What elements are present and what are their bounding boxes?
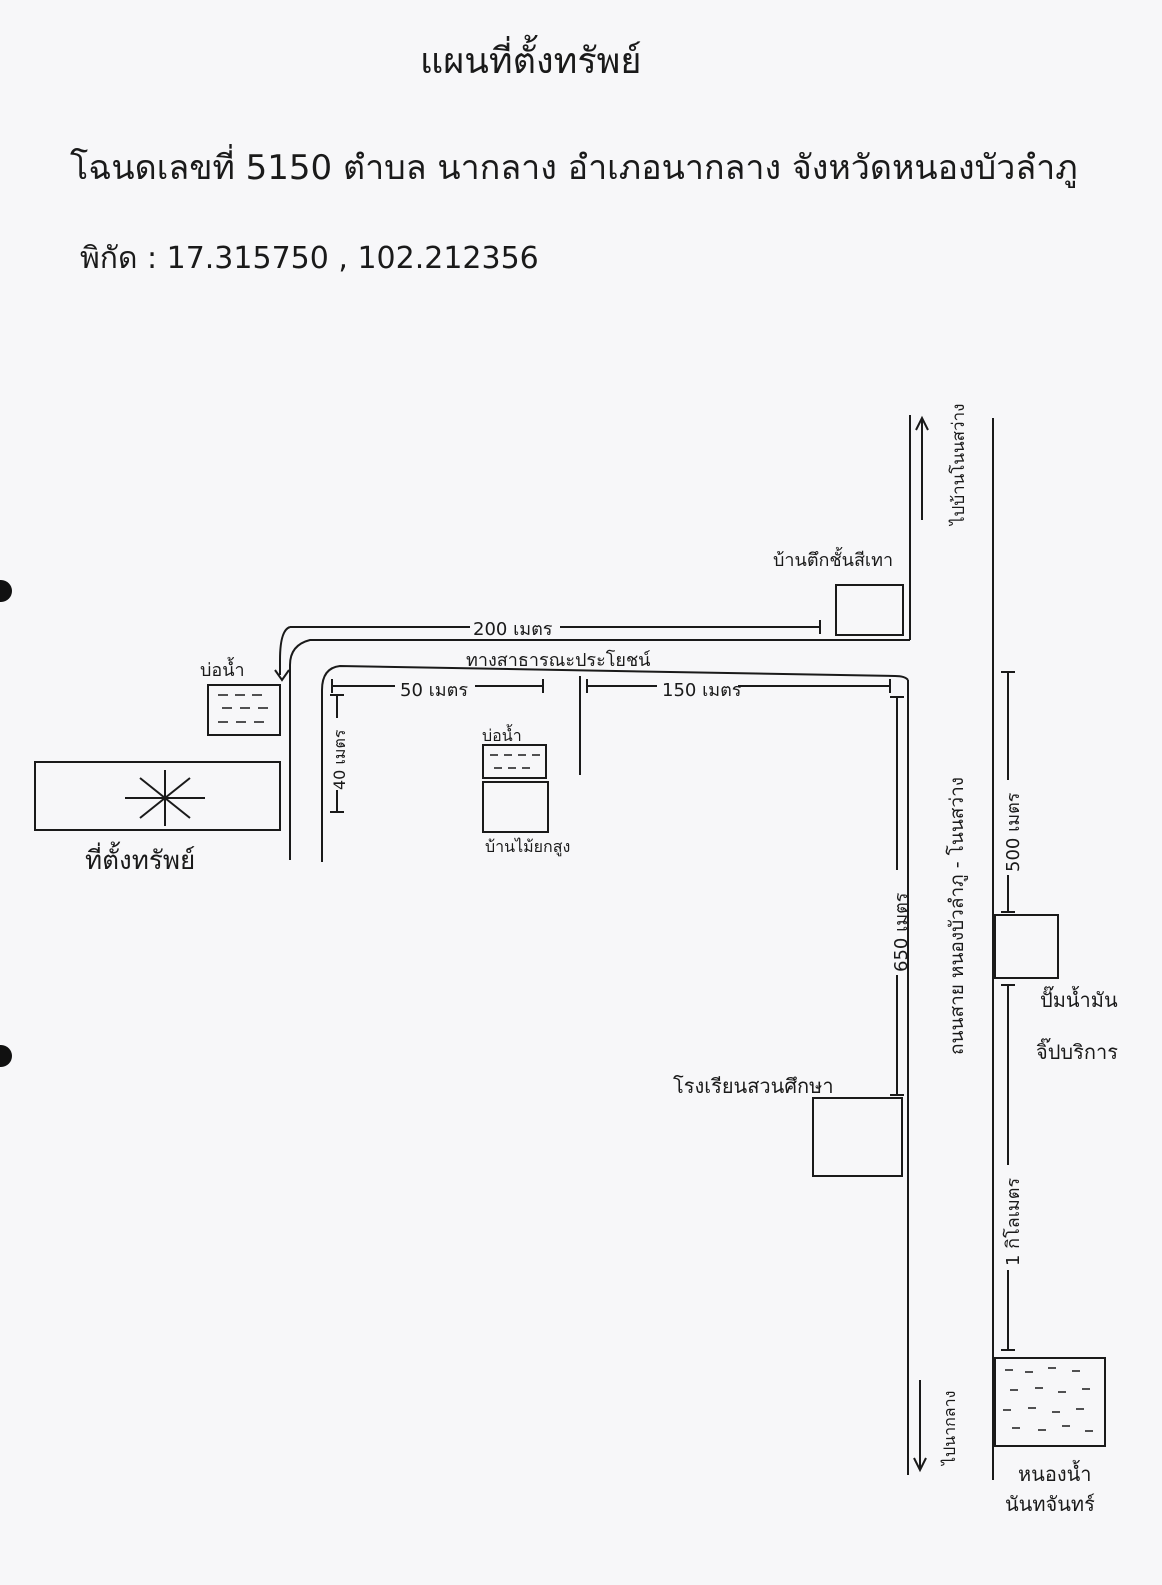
dim-200m-label: 200 เมตร	[473, 619, 553, 640]
dim-40m-label: 40 เมตร	[330, 729, 349, 790]
binder-hole-top	[0, 580, 12, 602]
side-road-inner-edge	[321, 664, 909, 862]
to-naklang-label: ไปนากลาง	[940, 1390, 959, 1465]
dim-650m-label: 650 เมตร	[891, 892, 912, 972]
lake-box	[994, 1357, 1106, 1447]
property-box	[34, 761, 281, 831]
deed-line: โฉนดเลขที่ 5150 ตำบล นากลาง อำเภอนากลาง …	[70, 148, 1078, 188]
pond-2-texture	[490, 754, 540, 769]
grey-shophouse-box	[835, 584, 904, 636]
dim-650m	[890, 696, 904, 1096]
dim-500m	[1001, 671, 1015, 913]
pond-1-label: บ่อน้ำ	[200, 660, 245, 681]
dim-1km-label: 1 กิโลเมตร	[1003, 1177, 1024, 1266]
tall-wood-house-label: บ้านไม้ยกสูง	[485, 837, 571, 856]
dim-1km	[1001, 984, 1015, 1351]
pond-1-box	[207, 684, 281, 736]
dim-200m	[274, 620, 821, 682]
pond-1-texture	[218, 694, 268, 723]
school-label: โรงเรียนสวนศึกษา	[673, 1074, 834, 1098]
property-site-label: ที่ตั้งทรัพย์	[85, 846, 196, 876]
map-title: แผนที่ตั้งทรัพย์	[420, 41, 642, 82]
gas-station-label-2: จิ๊ปบริการ	[1036, 1040, 1118, 1064]
dim-150m	[586, 679, 891, 693]
pond-2-label: บ่อน้ำ	[482, 726, 522, 745]
dim-150m-label: 150 เมตร	[662, 680, 742, 701]
dim-50m-label: 50 เมตร	[400, 680, 469, 701]
arrow-down	[913, 1380, 927, 1473]
side-road-north-edge	[289, 639, 910, 860]
pond-2-box	[482, 744, 547, 779]
to-nonsa-wang-label: ไปบ้านโนนสว่าง	[949, 403, 969, 525]
arrow-up	[915, 415, 929, 520]
coordinates: พิกัด : 17.315750 , 102.212356	[80, 241, 539, 276]
lake-label-2: นันทจันทร์	[1005, 1492, 1095, 1516]
tall-wood-house-box	[482, 781, 549, 833]
public-road-label: ทางสาธารณะประโยชน์	[466, 650, 651, 671]
binder-hole-bottom	[0, 1045, 12, 1067]
grey-shophouse-label: บ้านตึกชั้นสีเทา	[773, 550, 894, 571]
property-star-icon	[125, 770, 205, 826]
gas-station-box	[994, 914, 1059, 979]
dim-50m	[331, 679, 544, 693]
school-box	[812, 1097, 903, 1177]
main-road-label: ถนนสาย หนองบัวลำภู - โนนสว่าง	[946, 776, 968, 1055]
dim-500m-label: 500 เมตร	[1003, 792, 1024, 872]
lake-texture	[1003, 1367, 1093, 1432]
lake-label-1: หนองน้ำ	[1018, 1462, 1092, 1486]
gas-station-label: ปั๊มน้ำมัน	[1040, 988, 1118, 1012]
dim-40m	[330, 694, 344, 813]
